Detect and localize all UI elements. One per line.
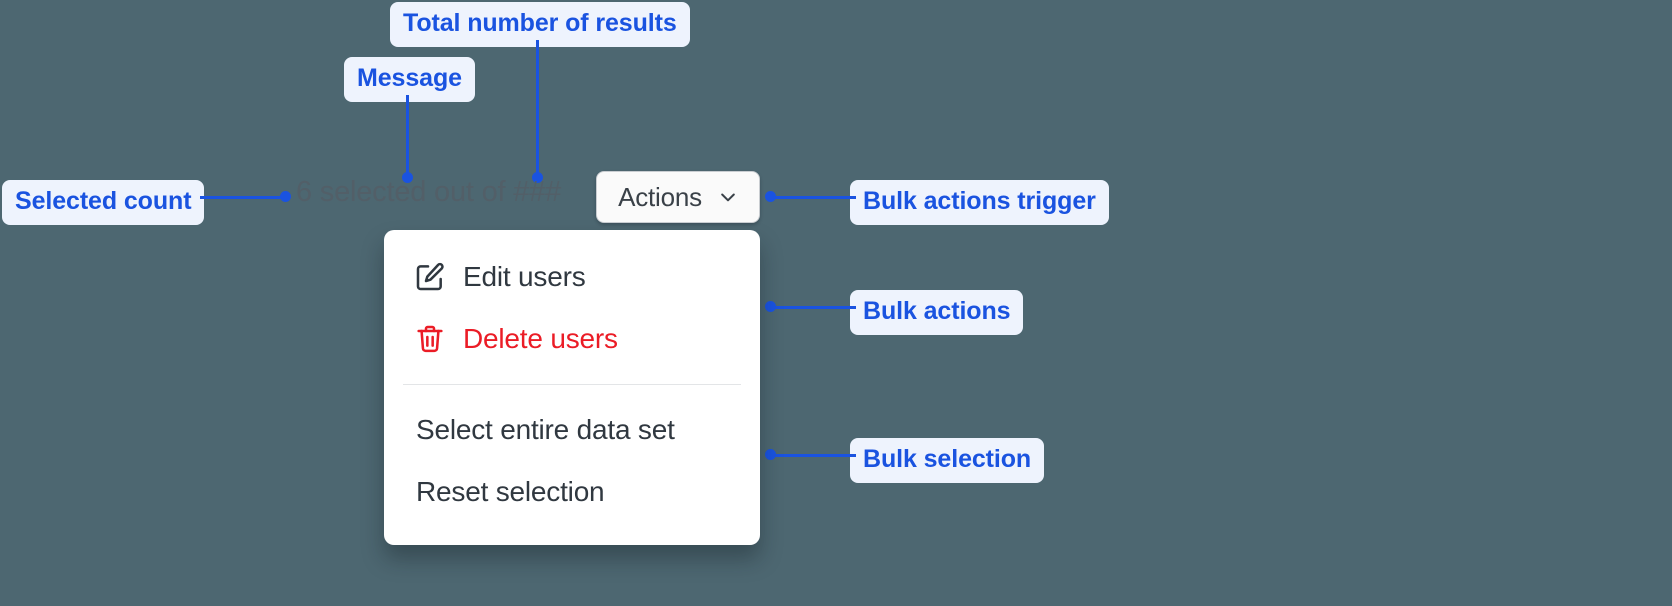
trash-icon [414,323,446,355]
leader-dot-bulk-selection [765,449,776,460]
chevron-down-icon [718,187,738,207]
leader-dot-bulk-actions [765,301,776,312]
menu-item-label: Reset selection [416,476,605,507]
leader-dot-total-number-of-results [532,172,543,183]
menu-divider [403,384,741,385]
annotation-total-number-of-results: Total number of results [390,2,690,47]
annotation-selected-count: Selected count [2,180,205,225]
leader-line-total-number-of-results [536,40,539,178]
annotation-bulk-actions: Bulk actions [850,290,1024,335]
selection-bar: 6 selected out of ### [296,178,561,207]
annotation-bulk-selection: Bulk selection [850,438,1045,483]
annotation-bulk-actions-trigger: Bulk actions trigger [850,180,1109,225]
leader-line-bulk-actions [770,306,856,309]
leader-dot-bulk-actions-trigger [765,191,776,202]
leader-line-selected-count [200,196,286,199]
bulk-actions-trigger-label: Actions [618,182,702,212]
annotation-message: Message [344,57,475,102]
leader-line-bulk-actions-trigger [770,196,856,199]
menu-item-label: Select entire data set [416,414,675,445]
leader-dot-selected-count [280,191,291,202]
leader-dot-message [402,172,413,183]
menu-item-label: Edit users [463,261,586,292]
edit-pencil-square-icon [414,261,446,293]
leader-line-bulk-selection [770,454,856,457]
menu-item-edit-users[interactable]: Edit users [384,246,760,308]
bulk-actions-menu: Edit users Delete users Select entire da… [384,230,760,545]
menu-item-label: Delete users [463,323,618,354]
bulk-actions-trigger-button[interactable]: Actions [596,171,760,223]
menu-item-delete-users[interactable]: Delete users [384,308,760,370]
selected-count-message: 6 selected out of ### [296,176,562,208]
leader-line-message [406,95,409,178]
menu-item-select-entire-data-set[interactable]: Select entire data set [384,399,760,461]
menu-item-reset-selection[interactable]: Reset selection [384,461,760,523]
